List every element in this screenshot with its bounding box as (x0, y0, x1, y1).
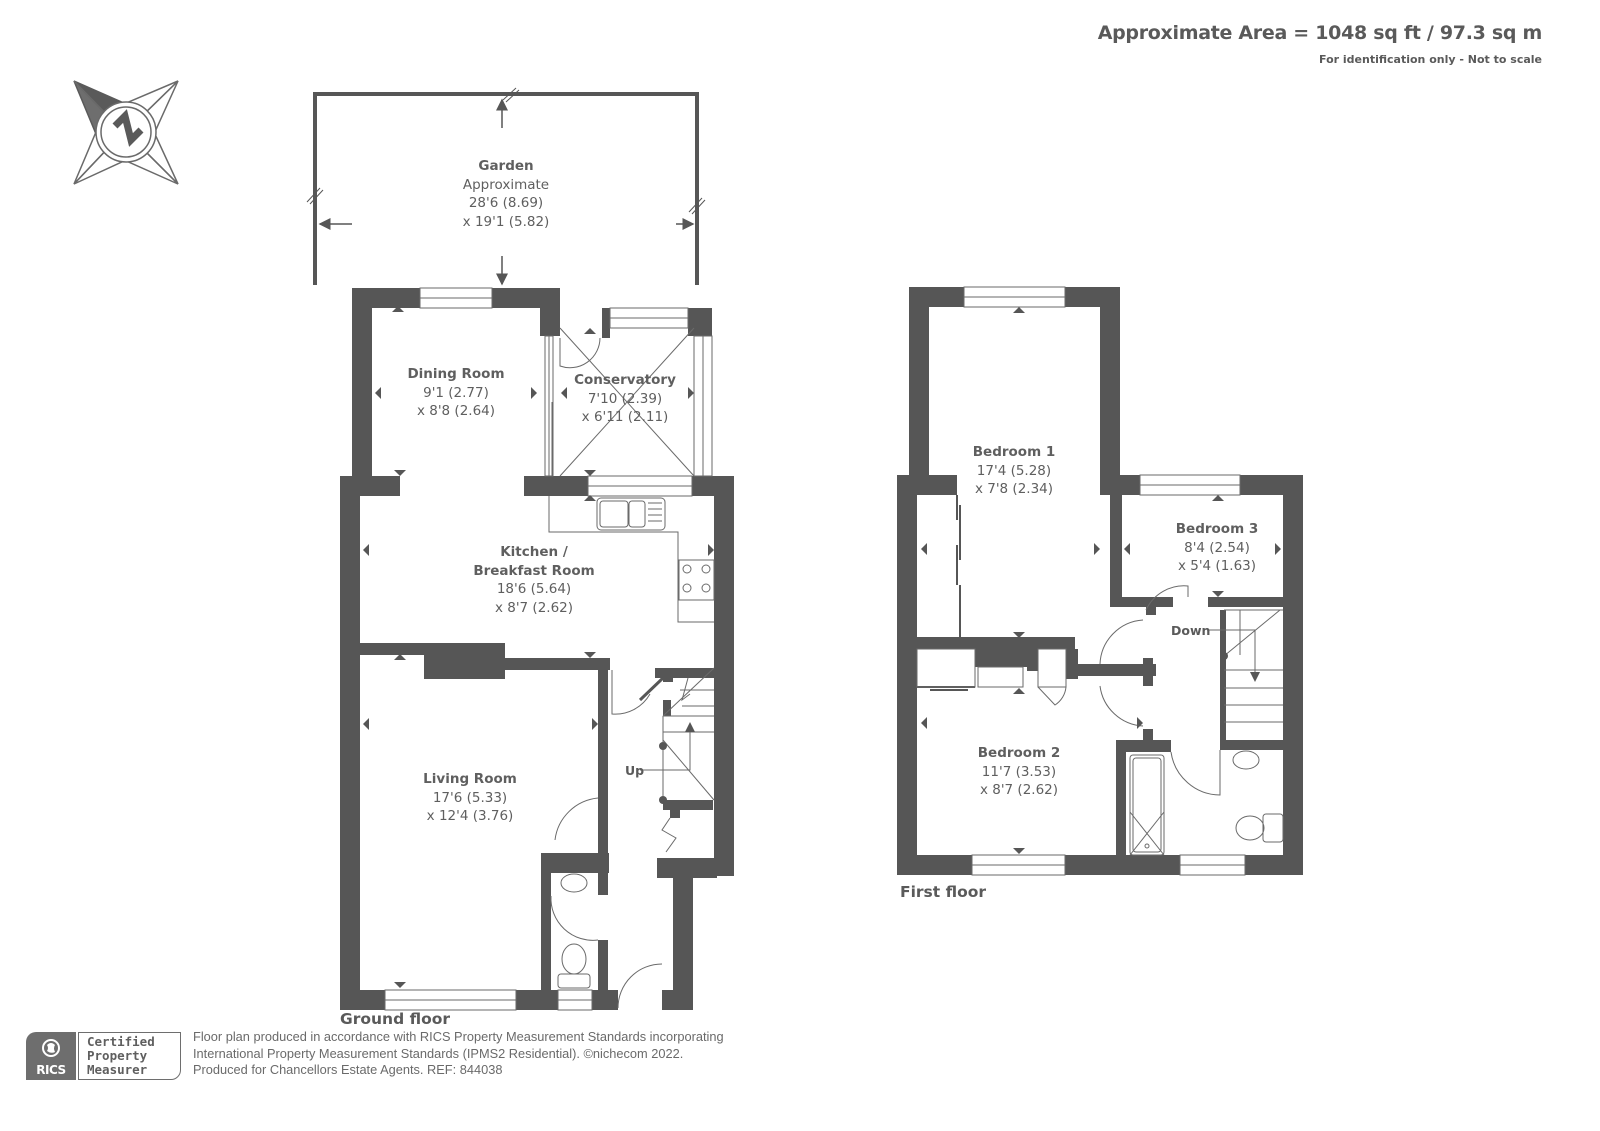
first-floor-caption: First floor (900, 883, 987, 901)
rics-lion-icon (42, 1039, 60, 1057)
room-bedroom-1: Bedroom 1 17'4 (5.28) x 7'8 (2.34) (972, 444, 1056, 497)
certified-property-measurer: Certified Property Measurer (78, 1032, 181, 1080)
ground-floor-plan (306, 87, 734, 1011)
room-kitchen-breakfast: Kitchen / Breakfast Room 18'6 (5.64) x 8… (473, 544, 595, 616)
ground-floor-caption: Ground floor (340, 1010, 451, 1028)
stair-label-down: Down (1171, 623, 1211, 638)
footer-notice: Floor plan produced in accordance with R… (193, 1029, 724, 1077)
room-garden: Garden Approximate 28'6 (8.69) x 19'1 (5… (462, 158, 550, 230)
room-bedroom-2: Bedroom 2 11'7 (3.53) x 8'7 (2.62) (977, 745, 1061, 798)
first-floor-plan (897, 286, 1303, 876)
disclaimer: For identification only - Not to scale (1319, 53, 1542, 66)
room-dining-room: Dining Room 9'1 (2.77) x 8'8 (2.64) (407, 366, 505, 419)
room-conservatory: Conservatory 7'10 (2.39) x 6'11 (2.11) (574, 372, 676, 425)
rics-certified-badge: RICS Certified Property Measurer (26, 1032, 181, 1080)
room-bedroom-3: Bedroom 3 8'4 (2.54) x 5'4 (1.63) (1175, 521, 1259, 574)
room-living-room: Living Room 17'6 (5.33) x 12'4 (3.76) (423, 771, 517, 824)
stair-label-up: Up (625, 763, 645, 778)
north-compass-icon (73, 80, 179, 185)
approximate-area: Approximate Area = 1048 sq ft / 97.3 sq … (1097, 22, 1543, 44)
rics-logo: RICS (26, 1032, 76, 1080)
